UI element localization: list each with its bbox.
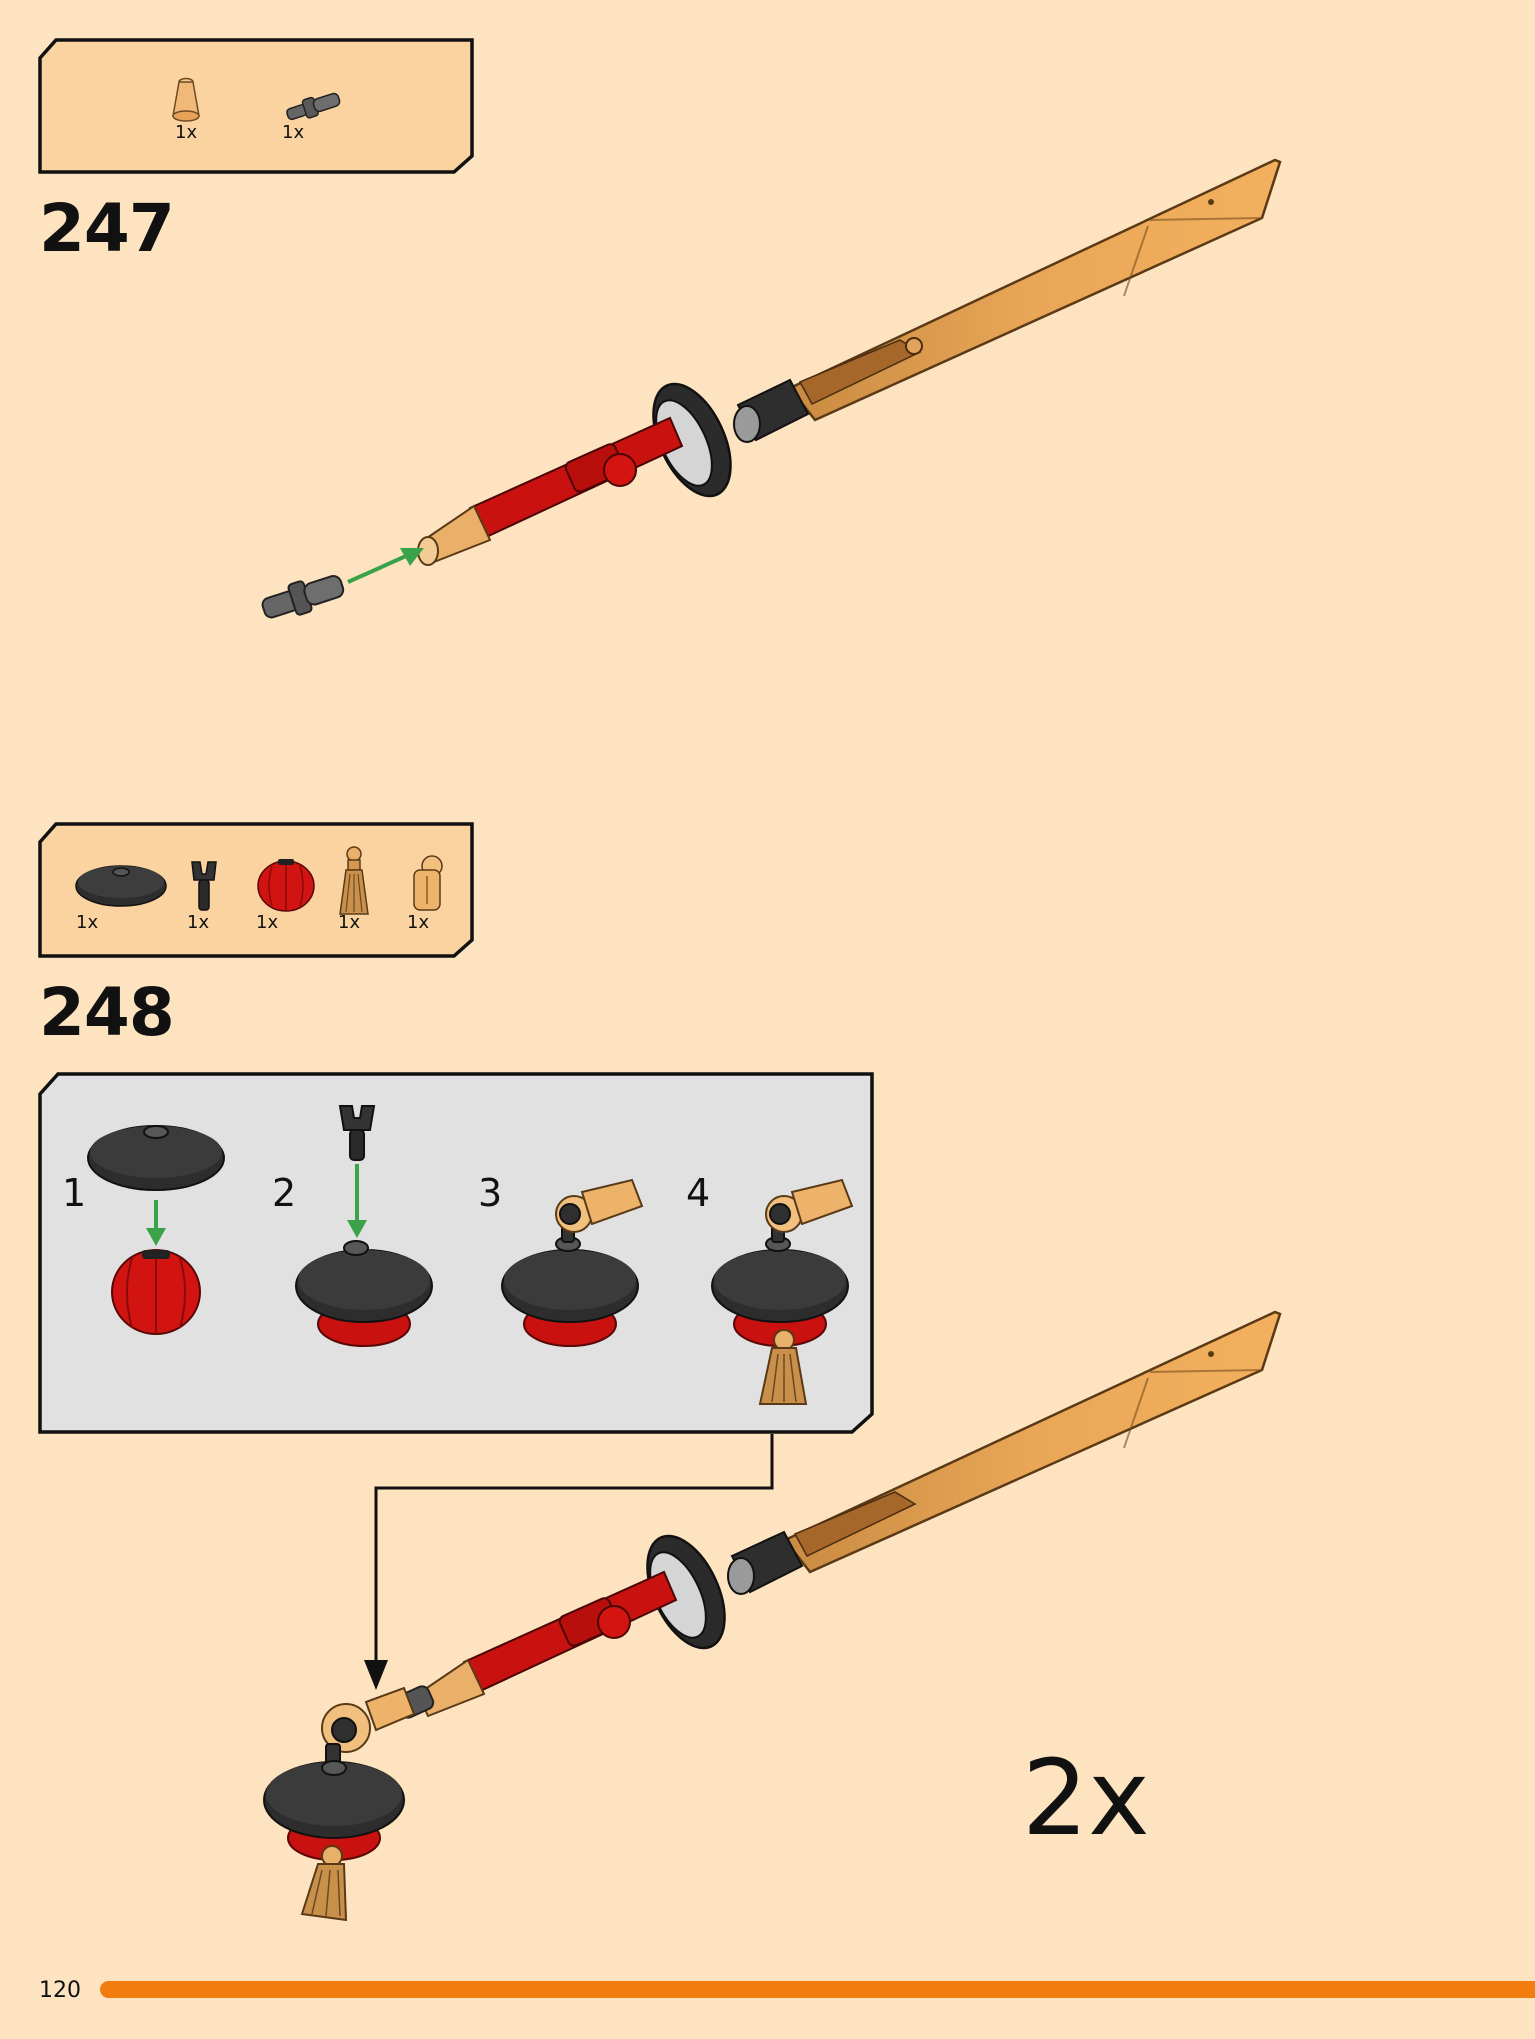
footer-accent-bar xyxy=(100,1981,1535,1998)
part-qty: 1x xyxy=(175,122,198,143)
part-qty: 1x xyxy=(256,912,279,933)
substep-2-illustration xyxy=(295,1105,433,1347)
part-qty: 1x xyxy=(407,912,430,933)
step-number-248: 248 xyxy=(39,974,175,1051)
substep-number-1: 1 xyxy=(62,1171,87,1215)
step-247-assembly-illustration xyxy=(261,158,1282,619)
callout-pointer-arrow xyxy=(364,1434,774,1690)
tan-cone-icon xyxy=(172,77,200,122)
part-qty: 1x xyxy=(187,912,210,933)
black-dish-icon xyxy=(75,865,167,907)
substep-number-3: 3 xyxy=(478,1171,503,1215)
step-number-247: 247 xyxy=(39,190,175,267)
substep-callout-box: 1 2 3 4 xyxy=(38,1072,874,1434)
gray-pin-icon xyxy=(286,92,341,121)
parts-list-box-248: 1x 1x 1x 1x 1x xyxy=(38,822,474,958)
substep-number-4: 4 xyxy=(686,1171,711,1215)
substep-number-2: 2 xyxy=(272,1171,297,1215)
substep-3-illustration xyxy=(501,1178,644,1347)
substep-callout-frame xyxy=(38,1072,874,1434)
substep-1-illustration xyxy=(87,1125,225,1335)
red-lantern-icon xyxy=(257,859,315,912)
tan-ball-joint-icon xyxy=(413,855,443,911)
multiplier-label: 2x xyxy=(1022,1737,1150,1859)
part-qty: 1x xyxy=(338,912,361,933)
katana-sword-assembled xyxy=(395,1310,1282,1719)
gold-tassel-icon xyxy=(339,846,369,915)
parts-list-frame xyxy=(38,38,474,174)
black-clip-icon xyxy=(191,861,217,911)
gray-pin-part xyxy=(261,575,345,619)
lantern-pommel-assembled xyxy=(263,1686,416,1922)
part-qty: 1x xyxy=(76,912,99,933)
assembly-arrow xyxy=(347,548,424,584)
substep-4-illustration xyxy=(711,1178,854,1405)
parts-list-box-247: 1x 1x xyxy=(38,38,474,174)
substep-illustrations xyxy=(87,1105,854,1405)
part-qty: 1x xyxy=(282,122,305,143)
parts-list-frame xyxy=(38,822,474,958)
page-number: 120 xyxy=(39,1978,81,2003)
katana-sword xyxy=(417,158,1282,566)
